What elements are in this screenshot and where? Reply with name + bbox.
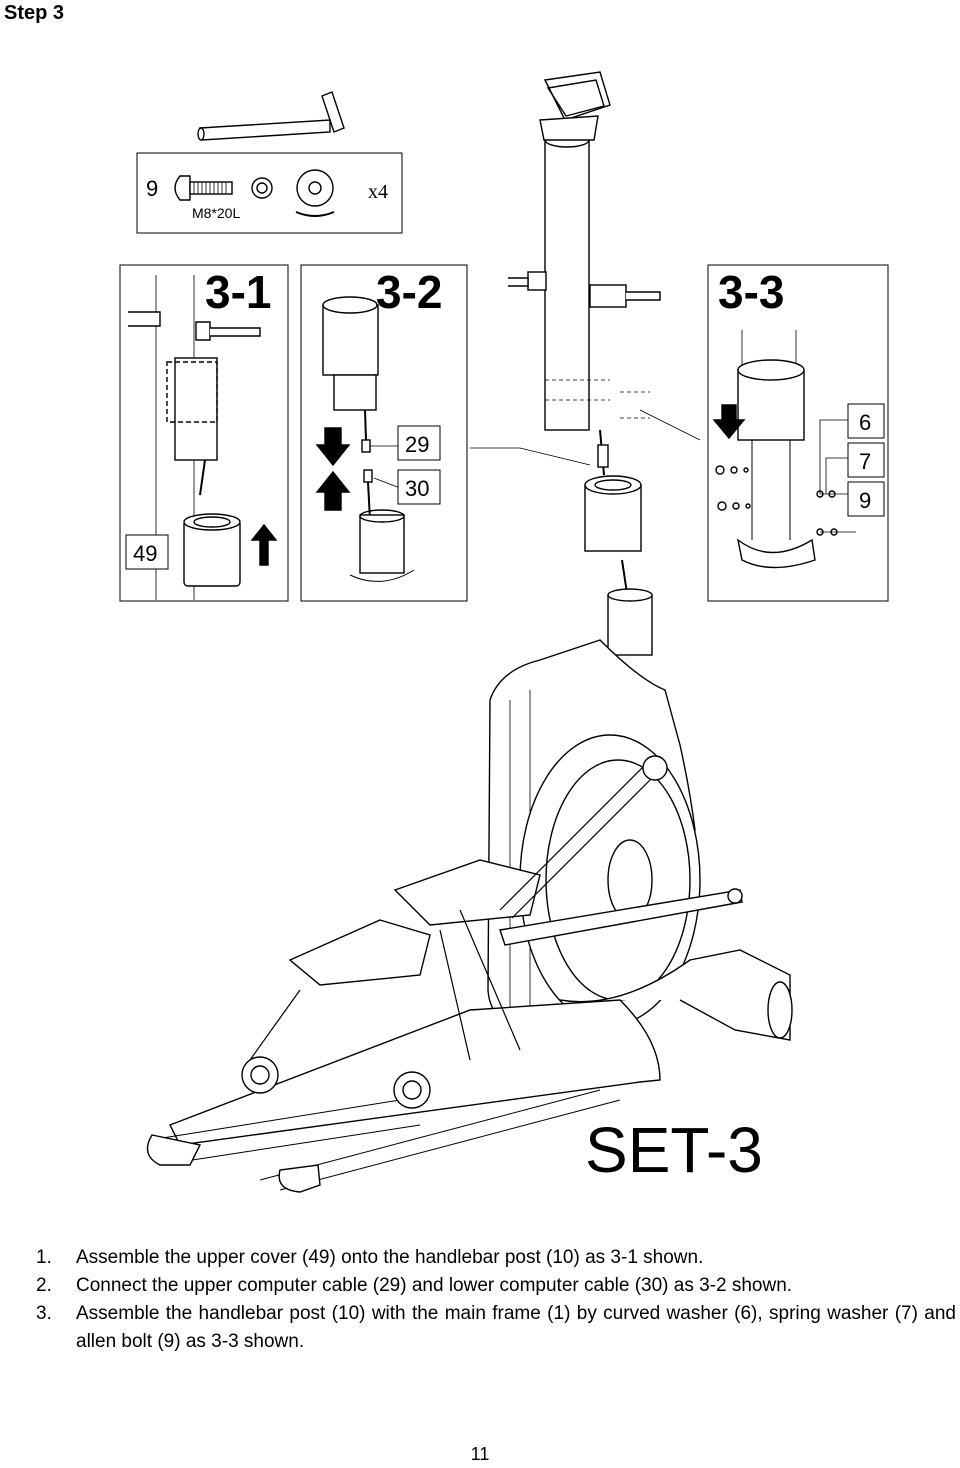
panel-3-2-title: 3-2 [376, 266, 442, 318]
callout-29: 29 [405, 432, 429, 457]
callout-7: 7 [859, 449, 871, 474]
callout-9-box [847, 481, 885, 517]
callout-30: 30 [405, 476, 429, 501]
callout-30-box [397, 469, 441, 505]
callout-7-box [847, 442, 885, 478]
instruction-number: 3. [36, 1303, 52, 1324]
panel-3-1 [119, 264, 289, 602]
panel-3-2-drawing [315, 296, 415, 582]
panel-3-3 [707, 264, 889, 602]
set-label: SET-3 [585, 1114, 763, 1186]
instruction-text: Assemble the handlebar post (10) with th… [76, 1303, 956, 1352]
allen-key-icon [197, 91, 345, 141]
panel-3-1-title: 3-1 [205, 266, 271, 318]
elliptical-main-frame [146, 559, 793, 1193]
assembly-diagram: 9 M8*20L x4 3-1 3-2 3-3 49 29 30 6 7 9 S… [119, 71, 889, 1193]
panel-3-3-title: 3-3 [718, 266, 784, 318]
hardware-part-number: 9 [146, 176, 158, 201]
callout-6-box [847, 403, 885, 439]
instruction-number: 2. [36, 1275, 52, 1296]
instruction-number: 1. [36, 1247, 52, 1268]
instruction-text: Assemble the upper cover (49) onto the h… [76, 1247, 704, 1268]
instruction-item: 3. Assemble the handlebar post (10) with… [36, 1300, 956, 1356]
instructions-list: 1. Assemble the upper cover (49) onto th… [36, 1244, 956, 1356]
upper-cover [584, 475, 642, 552]
bolt-icon [174, 175, 233, 201]
instruction-item: 1. Assemble the upper cover (49) onto th… [36, 1244, 956, 1272]
instruction-item: 2. Connect the upper computer cable (29)… [36, 1272, 956, 1300]
spring-washer-icon [251, 177, 273, 199]
panel-3-1-drawing [128, 275, 278, 600]
page-number: 11 [470, 1444, 490, 1464]
callout-49-box [125, 534, 169, 570]
step-title: Step 3 [4, 2, 65, 24]
hardware-box [136, 152, 403, 234]
callout-6: 6 [859, 410, 871, 435]
handlebar-post [470, 71, 701, 476]
panel-3-3-drawing [712, 330, 856, 569]
panel-3-2 [300, 264, 468, 602]
callout-49: 49 [133, 541, 157, 566]
curved-washer-icon [295, 169, 335, 217]
instruction-text: Connect the upper computer cable (29) an… [76, 1275, 793, 1296]
quantity-label: x4 [368, 181, 388, 203]
bolt-spec-label: M8*20L [192, 205, 240, 221]
callout-29-box [397, 425, 441, 461]
callout-9: 9 [859, 488, 871, 513]
